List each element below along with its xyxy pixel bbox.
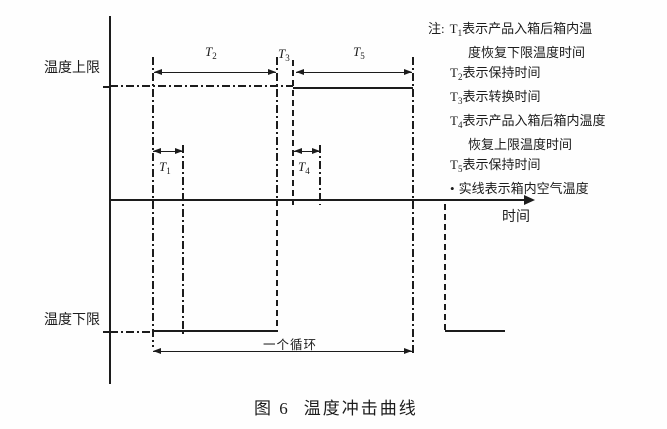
boundary-line-t2-end-upper bbox=[276, 57, 278, 200]
t1-interval-label: T1 bbox=[159, 159, 171, 176]
boundary-line-t5-end bbox=[412, 57, 414, 353]
boundary-line-t3-end bbox=[292, 60, 294, 205]
boundary-line-t4-end bbox=[319, 145, 321, 205]
upper-limit-dashdot-line bbox=[110, 85, 293, 87]
note-line-t3: T3表示转换时间 bbox=[450, 89, 541, 106]
x-axis-label: 时间 bbox=[502, 210, 530, 225]
note-line-t1: 注:T1表示产品入箱后箱内温 bbox=[428, 21, 593, 38]
note-line-t1-cont: 度恢复下限温度时间 bbox=[468, 45, 586, 60]
air-temp-upper-solid-line bbox=[293, 87, 413, 89]
one-cycle-arrow bbox=[153, 348, 412, 354]
t3-interval-label: T3 bbox=[278, 46, 290, 63]
t5-interval-label: T5 bbox=[353, 44, 365, 61]
note-line-t5: T5表示保持时间 bbox=[450, 157, 541, 174]
notes-block: 注:T1表示产品入箱后箱内温 度恢复下限温度时间 T2表示保持时间 T3表示转换… bbox=[428, 19, 666, 199]
t2-interval-arrow bbox=[154, 69, 276, 75]
note-line-t4-cont: 恢复上限温度时间 bbox=[468, 137, 573, 152]
x-axis-time bbox=[110, 195, 535, 205]
lower-limit-tick bbox=[103, 331, 110, 333]
boundary-line-next-cycle bbox=[444, 204, 446, 331]
upper-limit-label: 温度上限 bbox=[44, 61, 100, 76]
one-cycle-label: 一个循环 bbox=[263, 338, 318, 352]
lower-limit-dashdot-line bbox=[110, 331, 154, 333]
note-line-solid-legend: •实线表示箱内空气温度 bbox=[450, 181, 589, 196]
t2-interval-label: T2 bbox=[205, 44, 217, 61]
t4-interval-label: T4 bbox=[298, 159, 310, 176]
air-temp-next-cycle-solid-line bbox=[445, 330, 505, 332]
lower-limit-label: 温度下限 bbox=[44, 313, 100, 328]
boundary-line-t1-start bbox=[152, 57, 154, 347]
boundary-line-t2-end-lower bbox=[276, 200, 278, 331]
note-line-t4: T4表示产品入箱后箱内温度 bbox=[450, 113, 606, 130]
figure-title: 温度冲击曲线 bbox=[303, 399, 418, 418]
t4-interval-arrow bbox=[294, 148, 320, 154]
figure-number: 图 6 bbox=[254, 399, 290, 418]
air-temp-lower-solid-line bbox=[152, 330, 278, 332]
upper-limit-tick bbox=[103, 86, 110, 88]
t5-interval-arrow bbox=[296, 69, 412, 75]
t1-interval-arrow bbox=[153, 148, 183, 154]
note-line-t2: T2表示保持时间 bbox=[450, 65, 541, 82]
figure-caption: 图 6 温度冲击曲线 bbox=[254, 394, 418, 419]
boundary-line-t1-end bbox=[182, 145, 184, 334]
